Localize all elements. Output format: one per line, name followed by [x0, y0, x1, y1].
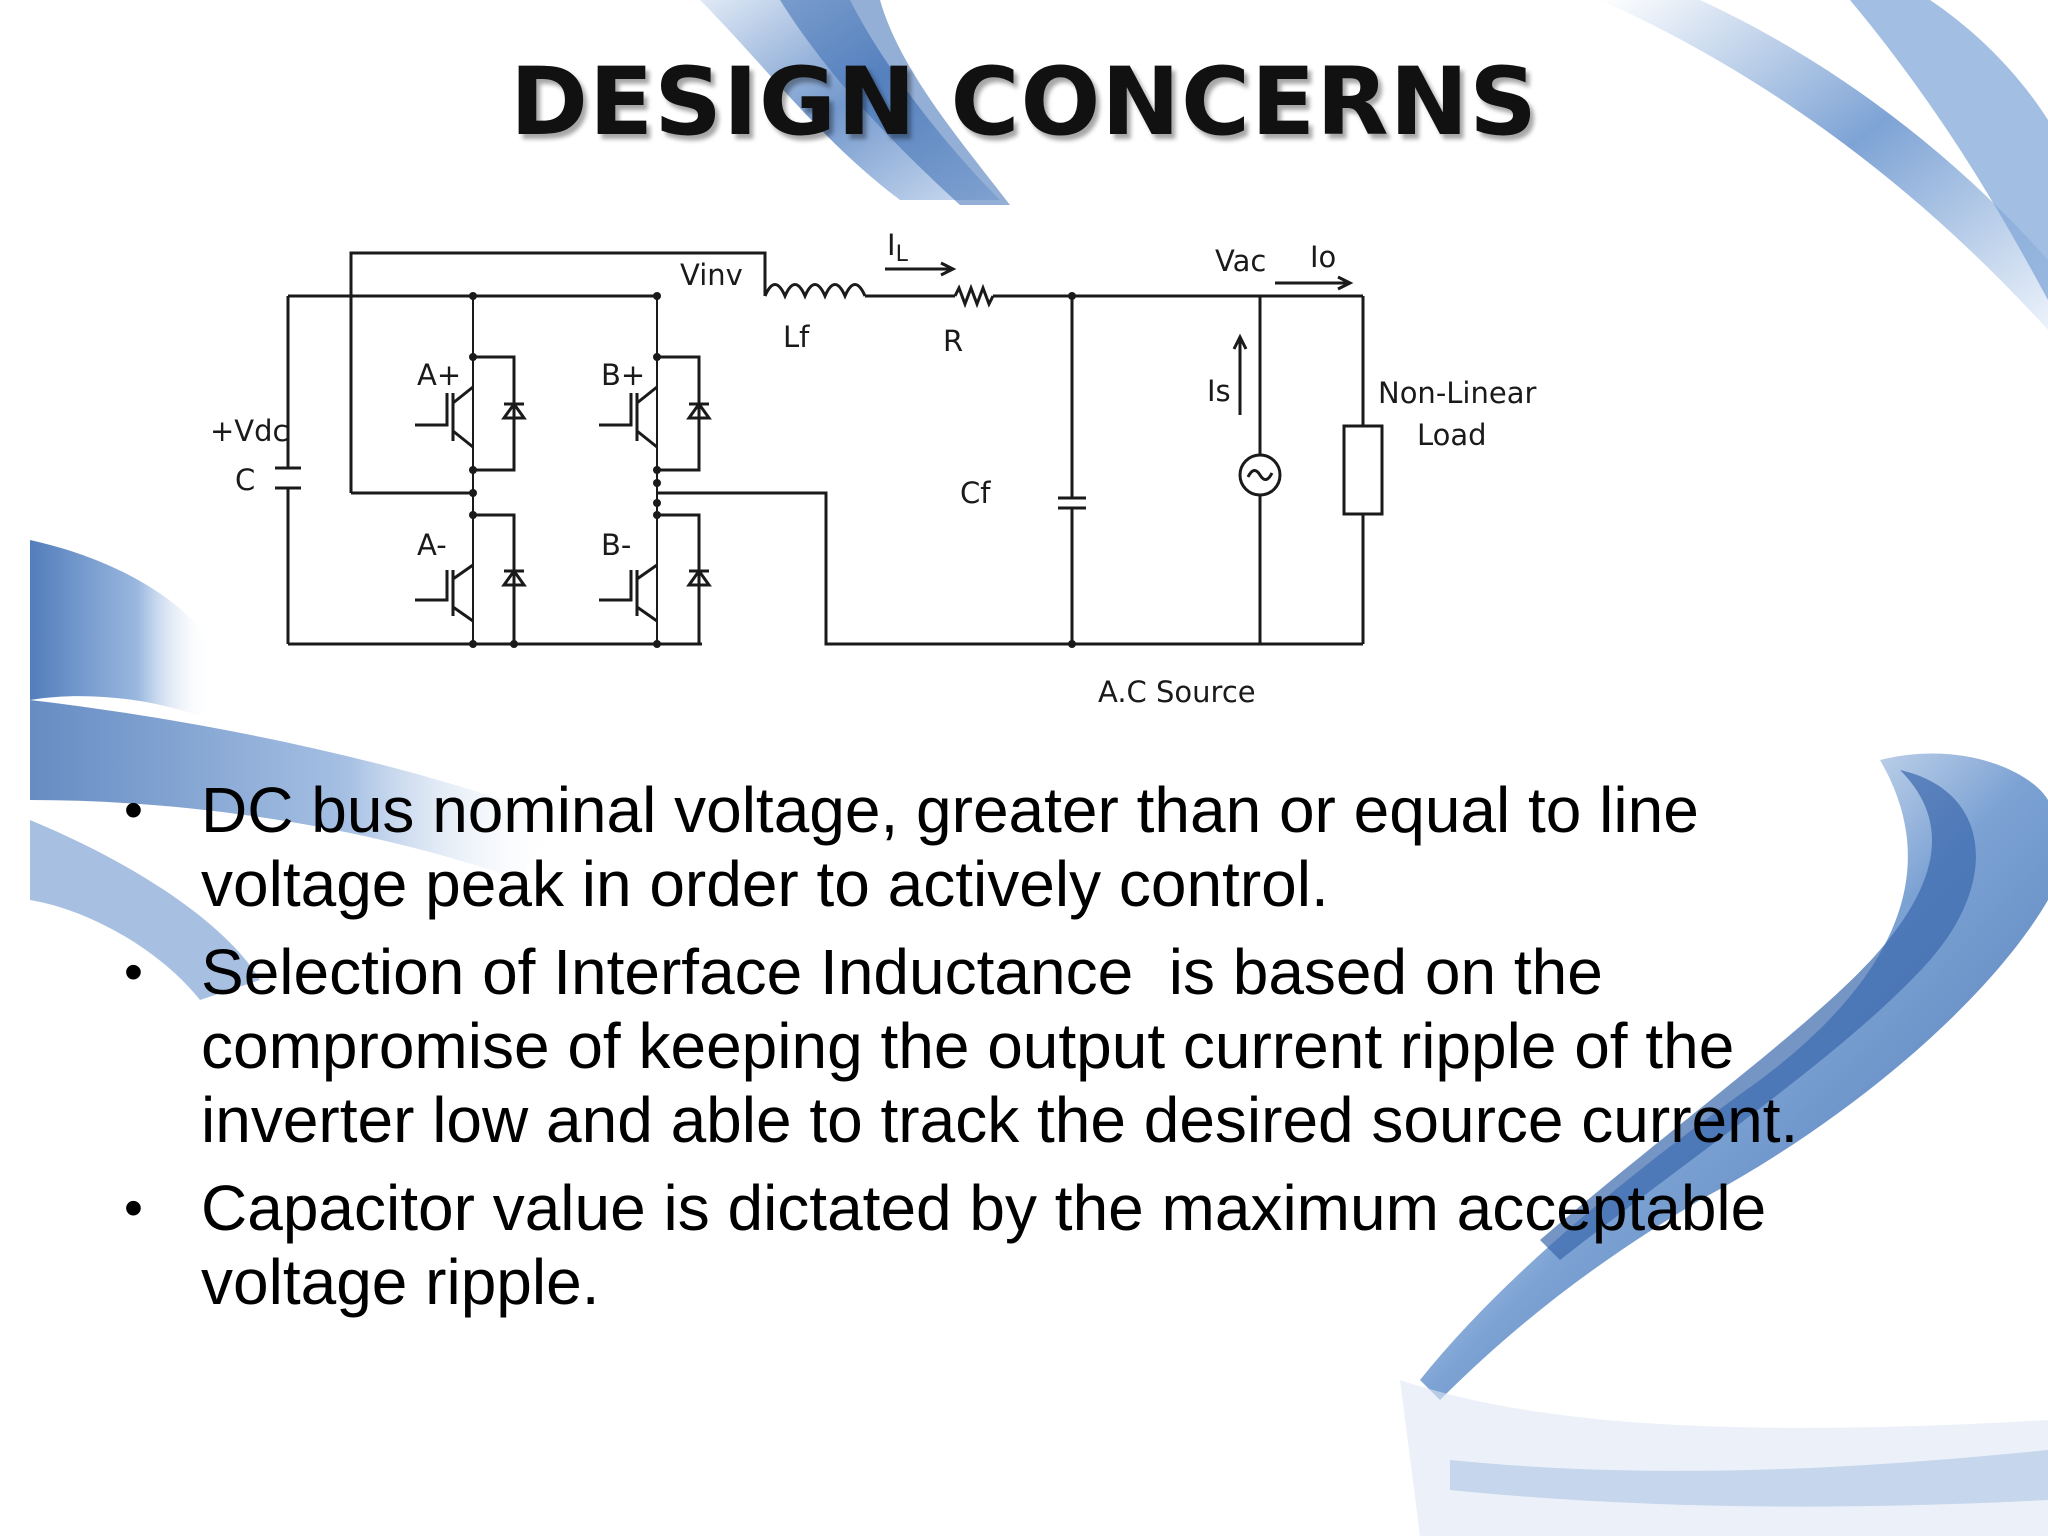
io-arrow	[1275, 275, 1354, 291]
il-arrow	[885, 261, 957, 277]
label-cf: Cf	[960, 476, 991, 510]
label-vinv: Vinv	[680, 258, 743, 292]
vinv-loop-wire	[349, 251, 767, 493]
bullet-dot: •	[124, 780, 143, 840]
diode-a-minus	[501, 568, 527, 587]
diode-b-plus	[686, 401, 712, 420]
label-r: R	[943, 324, 963, 358]
ac-source-symbol	[1238, 453, 1282, 497]
leg-b-lower-diode-loop	[657, 513, 701, 644]
bullet-text-line: inverter low and able to track the desir…	[201, 1084, 1799, 1156]
label-b-minus: B-	[601, 528, 631, 562]
bullet-text-line: compromise of keeping the output current…	[201, 1010, 1735, 1082]
bullet-dot: •	[124, 1178, 143, 1238]
label-b-plus: B+	[601, 358, 645, 392]
bullet-dot: •	[124, 942, 143, 1002]
bullet-text-line: voltage peak in order to actively contro…	[201, 848, 1329, 920]
label-load-line2: Load	[1417, 418, 1487, 452]
bullet-text-line: voltage ripple.	[201, 1246, 600, 1318]
bullet-text-line: Capacitor value is dictated by the maxim…	[201, 1172, 1767, 1244]
non-linear-load-resistor	[1342, 424, 1384, 516]
label-vac: Vac	[1215, 244, 1266, 278]
igbt-b-minus	[599, 563, 658, 623]
label-vdc: +Vdc	[210, 414, 289, 448]
circuit-diagram-panel: +Vdc C A+ B+ A- B- Vinv IL Lf R Cf Vac I…	[205, 205, 1570, 722]
leg-a-lower-diode-loop	[473, 513, 516, 644]
diode-a-plus	[501, 401, 527, 420]
label-a-minus: A-	[417, 528, 447, 562]
label-ac-source: A.C Source	[1098, 675, 1256, 709]
label-c: C	[235, 463, 255, 497]
label-il: IL	[887, 228, 909, 267]
filter-capacitor-cf	[1058, 296, 1086, 644]
bullet-item: • Selection of Interface Inductance is b…	[118, 935, 1998, 1157]
label-lf: Lf	[783, 320, 810, 354]
is-arrow	[1232, 333, 1248, 415]
label-io: Io	[1310, 240, 1336, 274]
leg-b-upper-diode-loop	[657, 355, 701, 472]
bullet-list: • DC bus nominal voltage, greater than o…	[118, 773, 1998, 1333]
slide-title: DESIGN CONCERNS	[510, 48, 1538, 157]
diode-b-minus	[686, 568, 712, 587]
bullet-text-line: Selection of Interface Inductance is bas…	[201, 936, 1603, 1008]
igbt-a-minus	[415, 563, 474, 623]
bullet-text-line: DC bus nominal voltage, greater than or …	[201, 774, 1699, 846]
resistor-r	[953, 283, 995, 309]
label-a-plus: A+	[417, 358, 461, 392]
inductor-lf	[763, 283, 867, 300]
igbt-a-plus	[415, 385, 474, 449]
label-load-line1: Non-Linear	[1378, 376, 1536, 410]
ac-source-sine	[1246, 469, 1274, 481]
dc-capacitor	[275, 466, 301, 490]
leg-a-upper-diode-loop	[473, 355, 516, 472]
leg-b-midpoint-wire	[657, 491, 1363, 646]
bullet-item: • Capacitor value is dictated by the max…	[118, 1171, 1998, 1319]
label-is: Is	[1207, 374, 1231, 408]
bullet-item: • DC bus nominal voltage, greater than o…	[118, 773, 1998, 921]
igbt-b-plus	[599, 385, 658, 449]
inverter-circuit-diagram: +Vdc C A+ B+ A- B- Vinv IL Lf R Cf Vac I…	[210, 228, 1536, 709]
